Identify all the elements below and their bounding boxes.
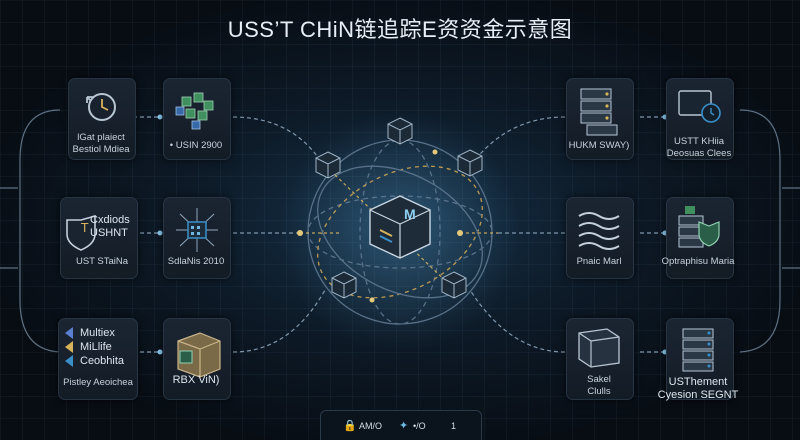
left-card-multiex-label-4: Pistley Aeoichea [63,377,133,388]
left-card-network-label: SdlaNis 2010 [167,256,225,267]
cube-cluster-icon [175,92,214,130]
lock-icon: 🔒 [343,420,357,432]
server-stack-icon [682,328,714,372]
right-card-folder-label-1: Sakel [587,374,611,385]
shield-icon: T [66,214,96,251]
left-card-multiex-label-1: Multiex [80,327,115,339]
right-card-shieldserver[interactable] [666,197,734,279]
bottom-legend-bar: 🔒 AM/O ✦ •/O 1 [320,410,482,440]
folder-stack-icon [578,328,620,368]
left-card-package[interactable] [163,318,231,400]
right-card-stack-label-2: Cyesion SEGNT [657,389,739,401]
left-card-network[interactable] [163,197,231,279]
left-card-multiex-label-3: Ceobhita [80,355,125,367]
left-card-audit-label-2: Bestiol Mdiea [72,144,130,155]
right-card-folder-label-2: Clulls [587,386,611,397]
server-rack-icon [580,88,618,136]
key-icon: ✦ [399,420,409,432]
package-box-icon [177,332,221,378]
right-card-waves-label: Pnaic Marl [576,256,622,267]
right-card-stack[interactable] [666,318,734,400]
triangle-list-icon [65,327,73,367]
center-hub-label: M [404,206,416,222]
left-card-package-label: RBX ViN) [172,374,220,386]
left-card-cubes-label: • USIN 2900 [169,140,223,151]
left-card-shield-label-2: USHNT [90,227,128,239]
wave-lines-icon [578,212,620,250]
right-card-monitor[interactable] [666,78,734,160]
refresh-clock-icon [86,93,116,121]
left-card-audit[interactable] [68,78,136,160]
page-title: USS’T CHiN链追踪E资资金示意图 [227,17,573,42]
right-card-server[interactable] [566,78,634,160]
right-card-stack-label-1: USThement [668,376,728,388]
right-card-monitor-label-2: Deosuas Clees [666,148,732,159]
left-card-shield-label-3: UST STaiNa [75,256,129,267]
legend-item-3: 1 [451,421,457,431]
left-card-multiex-label-2: MiLlife [80,341,112,353]
right-card-folder[interactable] [566,318,634,400]
left-card-cubes[interactable] [163,78,231,160]
central-cube-icon [369,195,431,259]
left-card-multiex[interactable] [58,318,138,400]
right-card-monitor-label-1: USTT KHiia [674,136,724,147]
legend-item-2: •/O [413,421,426,431]
left-card-shield-label-1: Cxdiods [90,214,130,226]
left-card-shield[interactable]: T [60,197,138,279]
monitor-clock-icon [678,90,721,123]
legend-item-1: AM/O [359,421,383,431]
svg-text:T: T [80,221,89,235]
server-shield-icon [678,206,720,248]
right-card-shieldserver-label: Optraphisu Maria [661,256,735,267]
right-card-server-label: HUKM SWAY) [568,140,630,151]
network-chip-icon [176,208,218,252]
right-card-waves[interactable] [566,197,634,279]
left-card-audit-label-1: lGat plaiect [77,132,125,143]
